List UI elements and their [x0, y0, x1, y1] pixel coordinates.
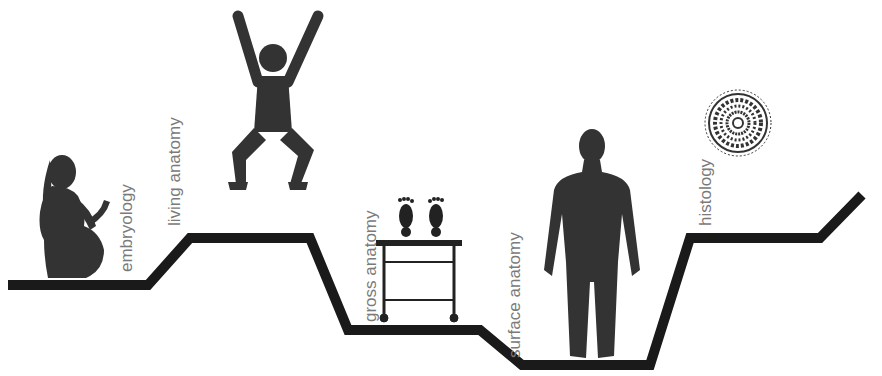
stepped-path — [8, 195, 862, 365]
histology-section — [705, 90, 771, 156]
jumping-person — [228, 16, 318, 190]
field-label: surface anatomy — [506, 232, 524, 358]
field-label: histology — [697, 159, 715, 226]
pregnant-woman — [40, 155, 111, 278]
standing-person — [544, 129, 640, 358]
field-label: living anatomy — [166, 117, 184, 226]
field-label: gross anatomy — [362, 211, 380, 323]
field-label: embryology — [118, 184, 136, 272]
dissection-table — [376, 240, 462, 322]
footprints — [398, 197, 444, 237]
